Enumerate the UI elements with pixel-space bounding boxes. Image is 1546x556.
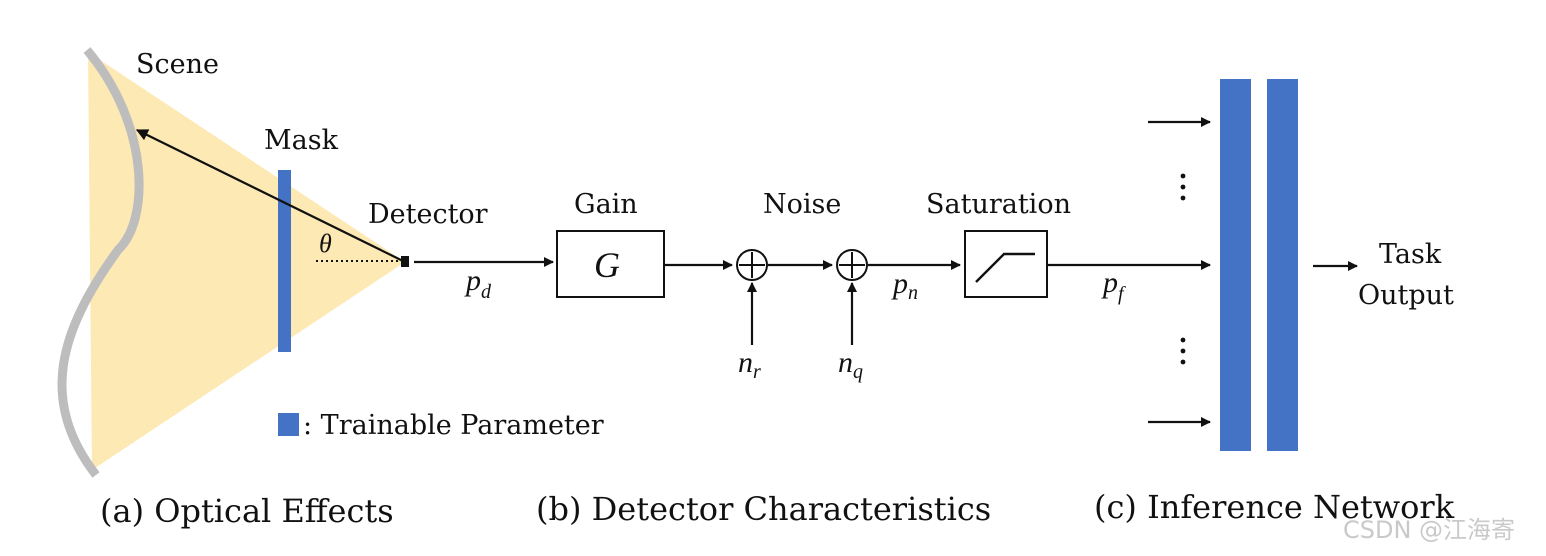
nr-label: nr <box>738 346 761 383</box>
pn-label: pn <box>891 267 918 304</box>
watermark: CSDN @江海寄 <box>1343 516 1515 544</box>
noise-label: Noise <box>763 189 841 220</box>
caption-inference: (c) Inference Network <box>1094 488 1455 526</box>
scene-curve <box>57 47 144 478</box>
task-output-line1: Task <box>1379 239 1442 270</box>
light-cone <box>88 52 405 470</box>
saturation-curve-icon <box>975 252 1035 283</box>
legend-swatch <box>278 413 299 436</box>
pf-label: pf <box>1101 266 1126 305</box>
mask-label: Mask <box>264 125 339 156</box>
task-output-line2: Output <box>1358 280 1454 311</box>
detector-pixel <box>401 256 409 267</box>
sum-node-1 <box>736 249 768 281</box>
detector-label: Detector <box>368 199 488 230</box>
gain-label: Gain <box>574 189 638 220</box>
legend-text: : Trainable Parameter <box>303 410 604 441</box>
caption-detector: (b) Detector Characteristics <box>536 490 991 528</box>
sum-node-2 <box>836 249 868 281</box>
network-layer-2 <box>1267 79 1298 451</box>
vertical-ellipsis-icon <box>1180 337 1186 365</box>
ray-arrow <box>135 129 404 262</box>
angle-theta: θ <box>319 229 332 258</box>
inference-network-panel: pf Task Output (c) Inference Network <box>1048 79 1455 526</box>
vertical-ellipsis-icon <box>1180 173 1186 201</box>
saturation-box <box>964 230 1048 298</box>
caption-optical: (a) Optical Effects <box>100 492 394 530</box>
pd-label: pd <box>464 264 492 303</box>
gain-symbol: G <box>594 245 620 285</box>
mask-bar <box>278 170 291 352</box>
saturation-label: Saturation <box>926 189 1071 220</box>
gain-box <box>556 230 665 298</box>
nq-label: nq <box>838 346 863 383</box>
network-layer-1 <box>1220 79 1251 451</box>
detector-characteristics-panel: pd Gain G Noise nr nq pn Satura <box>414 189 1071 528</box>
scene-label: Scene <box>136 49 219 80</box>
optical-effects-panel: Scene Mask θ Detector : Trainable Parame… <box>57 47 604 530</box>
